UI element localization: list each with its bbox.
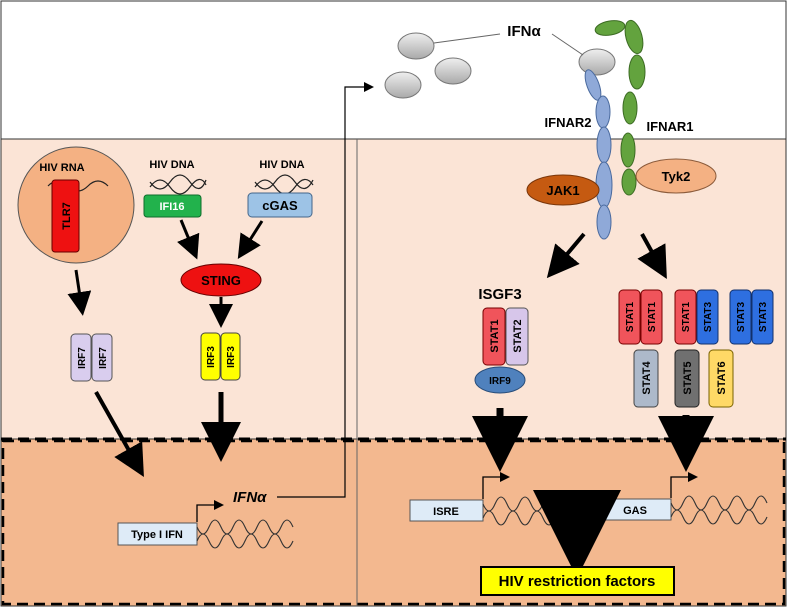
tlr7-to-irf7-arrow [67,269,92,316]
stat1-protein [482,307,506,366]
irf9-protein [474,366,526,394]
stat3-label: STAT3 [703,301,714,332]
ifnar1-receptor [594,19,646,196]
irf7-to-gene-arrow [94,391,144,477]
stat3-protein [696,289,719,345]
hiv-dna-strand-2 [254,174,314,190]
irf3-label: IRF3 [206,346,217,368]
stat3-protein [729,289,752,345]
extracellular-region [0,0,787,140]
hiv-dna-label-1: HIV DNA [149,159,194,171]
jak1-label: JAK1 [546,183,579,198]
isre-label: ISRE [433,506,459,518]
tyk2-label: Tyk2 [662,169,691,184]
stat1-label: STAT1 [647,301,658,332]
irf7-label: IRF7 [77,347,88,369]
hiv-rna-label: HIV RNA [39,162,84,174]
hiv-restriction-factors-label: HIV restriction factors [499,573,656,590]
stat2-label: STAT2 [512,319,524,352]
stat1-label: STAT1 [625,301,636,332]
ifn-alpha-bound [578,48,616,76]
gas-dna-helix [670,495,768,525]
irf3-monomer [220,332,241,381]
ifnar1-label: IFNAR1 [647,119,694,134]
isre-tss-arrow [482,472,510,499]
ifnar2-label: IFNAR2 [545,115,592,130]
sting-label: STING [201,273,241,288]
gas-label: GAS [623,505,647,517]
tlr7-sensor [51,179,80,253]
nucleus-outline [1,439,786,606]
stat2-protein [505,307,529,366]
type1-ifn-promoter [117,522,198,546]
ifn-alpha-molecule [384,71,422,99]
ifnar2-receptor [584,69,613,240]
irf3-label: IRF3 [226,346,237,368]
sting-adaptor [180,263,262,297]
ifn-alpha-molecule [397,32,435,60]
isre-element [409,499,484,522]
stat4-protein [633,349,659,408]
ifi16-to-sting-arrow [177,219,200,260]
stat1-protein [640,289,663,345]
stat5-protein [674,349,700,408]
stat4-label: STAT4 [641,361,653,395]
cgas-sensor [247,192,313,218]
receptor-to-isgf3-arrow [546,232,586,279]
receptor-to-stat-arrow [637,233,667,280]
stat6-label: STAT6 [716,361,728,394]
stat-dimers [618,289,774,408]
tlr7-label: TLR7 [61,202,73,230]
irf9-label: IRF9 [489,376,511,387]
stat1-label: STAT1 [489,319,501,352]
irf7-label: IRF7 [98,347,109,369]
irf7-monomer [91,333,113,382]
stat3-protein [751,289,774,345]
stat6-protein [708,349,734,408]
ifi16-sensor [143,194,202,218]
stat5-label: STAT5 [682,361,694,394]
stat3-label: STAT3 [736,301,747,332]
type1-ifn-tss-arrow [196,500,224,522]
hiv-dna-strand-1 [149,174,207,190]
ifn-label-leader [551,33,584,56]
ifn-alpha-molecule [434,57,472,85]
ifn-label-leader [433,33,501,44]
hiv-dna-strand-1 [149,178,207,195]
stat1-protein [618,289,641,345]
type1-ifn-dna-helix [196,519,294,549]
ifn-secretion-arrow [277,82,374,498]
hiv-dna-label-2: HIV DNA [259,159,304,171]
cgas-to-sting-arrow [237,220,264,260]
ifn-alpha-gene-label: IFNα [233,489,267,506]
gas-tss-arrow [670,472,698,498]
jak1-kinase [526,174,600,206]
tyk2-kinase [635,158,717,194]
irf7-monomer [70,333,92,382]
hiv-restriction-factors-box [480,566,675,596]
stat1-label: STAT1 [681,301,692,332]
ifn-alpha-molecules [384,32,616,99]
ifi16-label: IFI16 [159,201,184,213]
type1-ifn-label: Type I IFN [131,529,183,541]
stat1-protein [674,289,697,345]
stat3-label: STAT3 [758,301,769,332]
isgf3-label: ISGF3 [478,286,521,303]
irf3-monomer [200,332,221,381]
ifn-alpha-label: IFNα [507,23,541,40]
cgas-label: cGAS [262,198,298,213]
